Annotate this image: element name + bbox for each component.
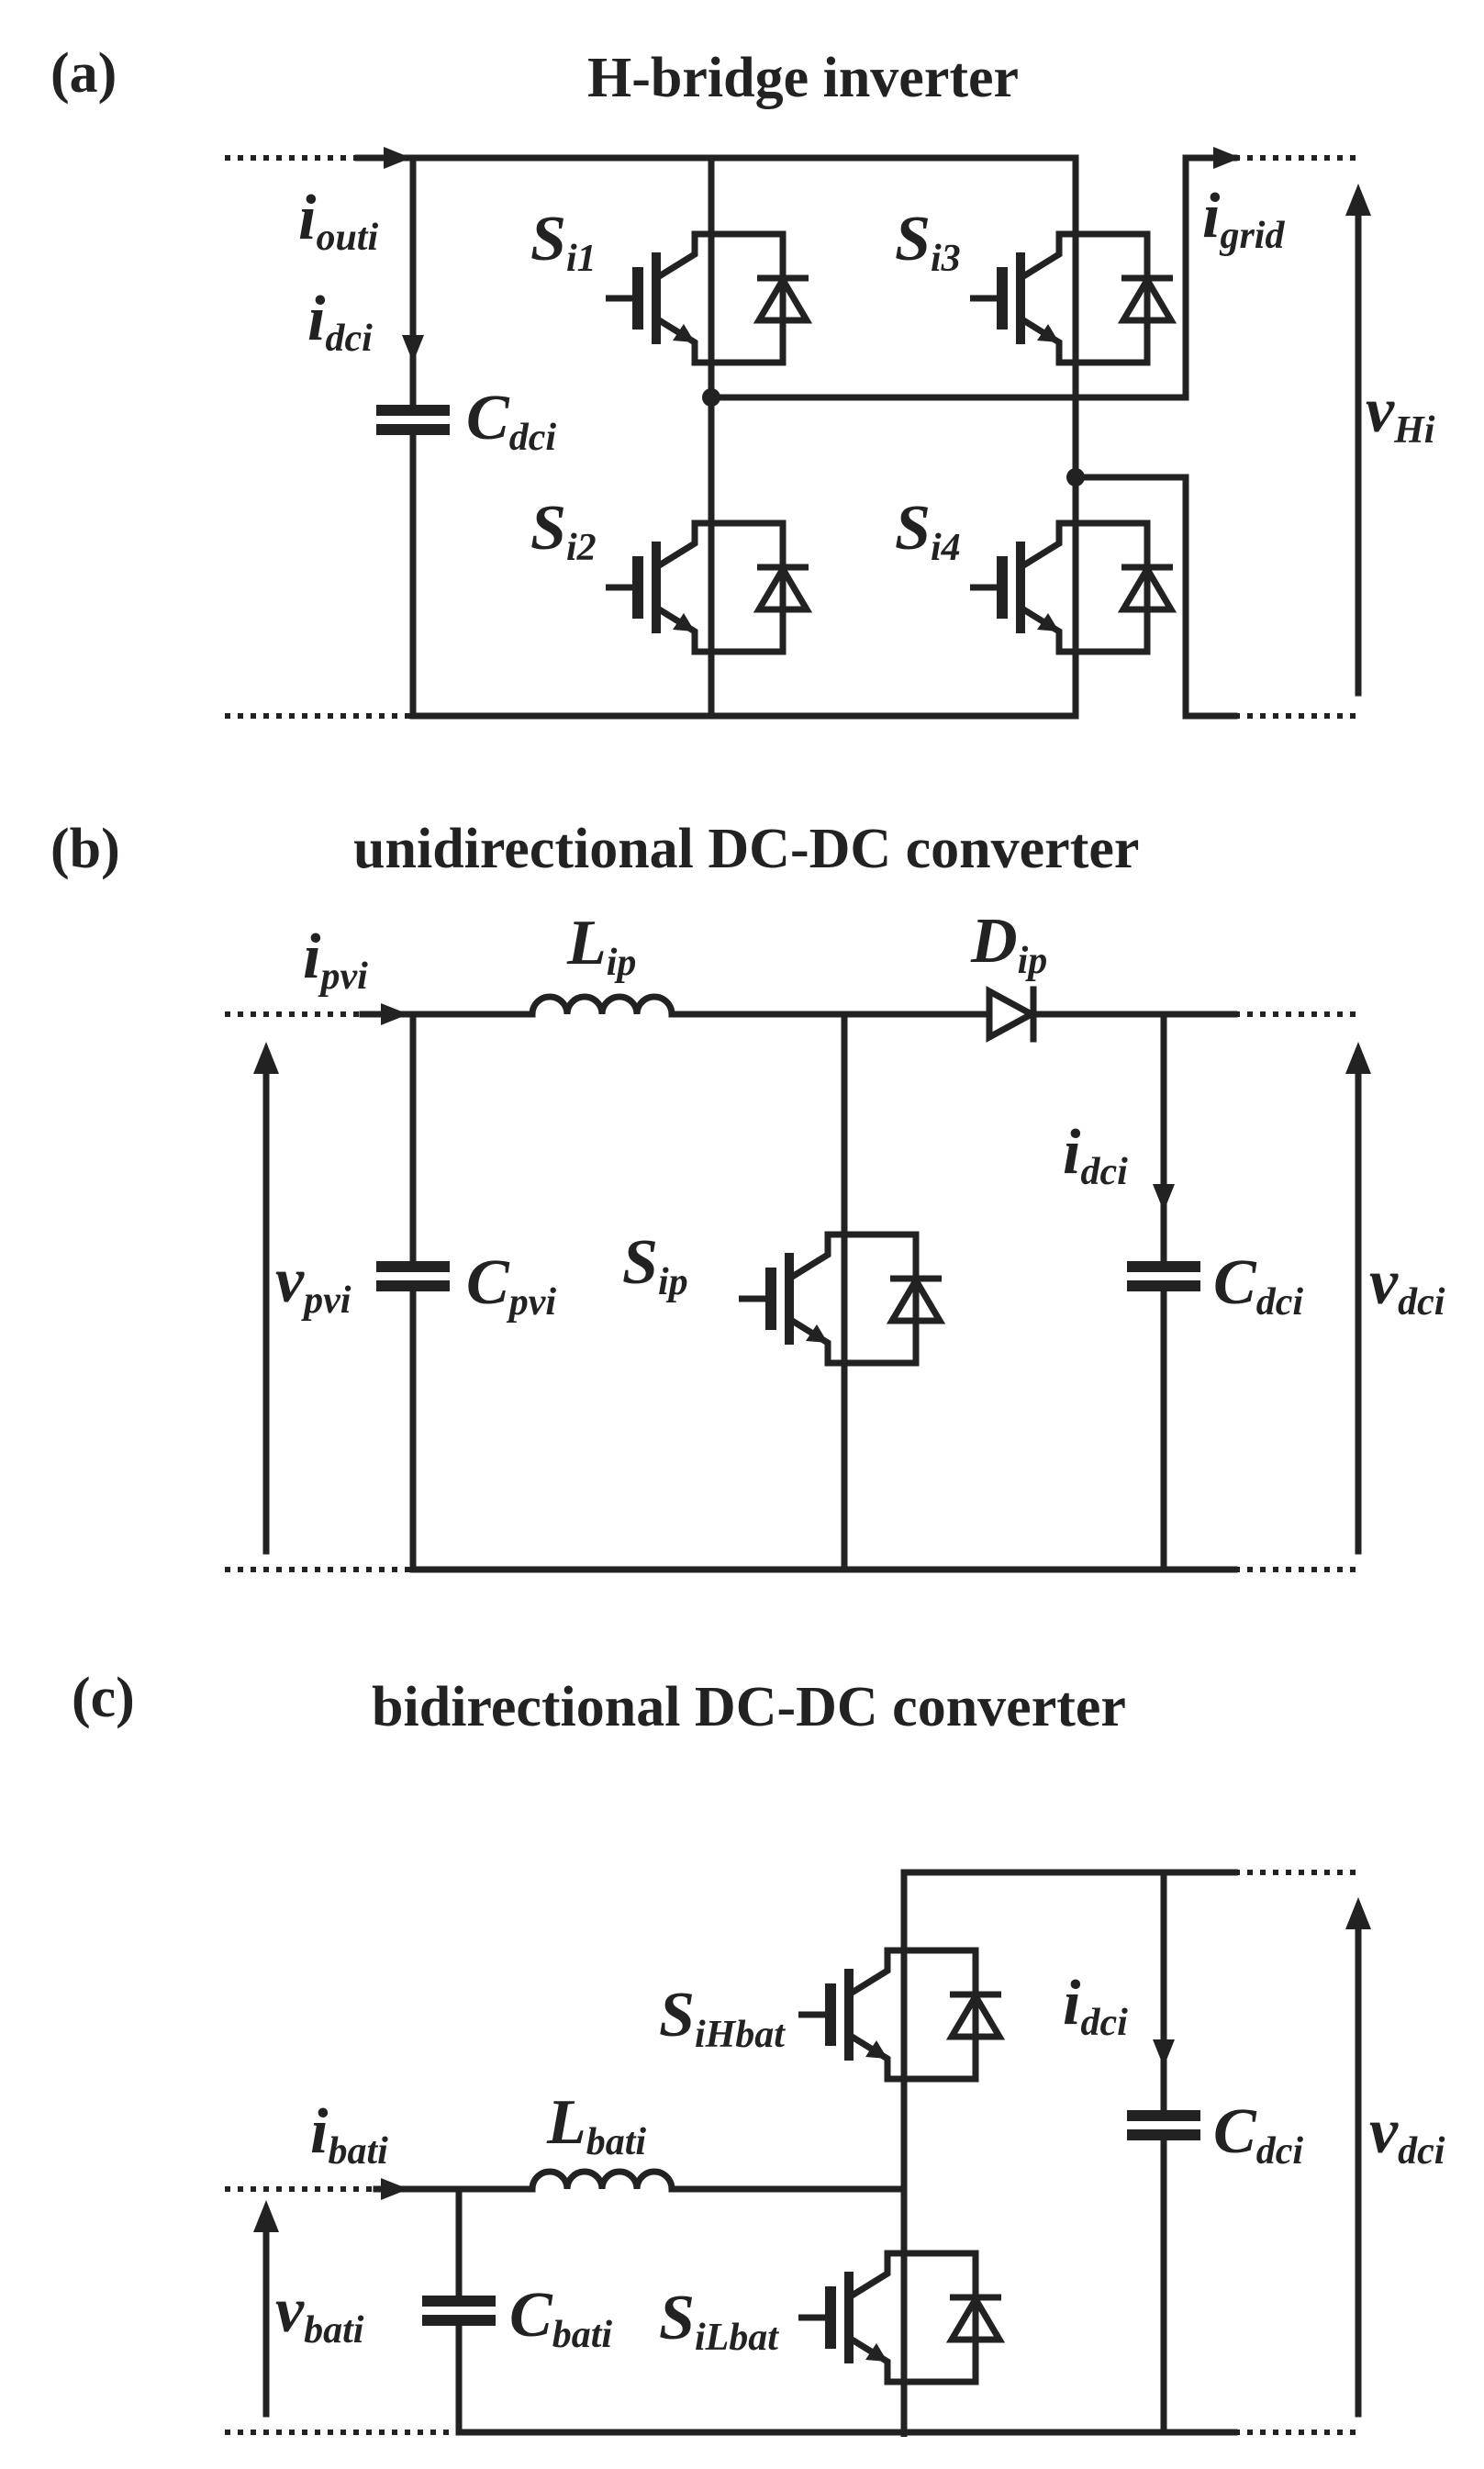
panel-a-i-grid-arrow xyxy=(1213,147,1241,169)
panel-a-wiring xyxy=(225,154,1358,720)
panel-a-switch-s4 xyxy=(970,468,1173,707)
label-i-pvi: ipvi xyxy=(303,922,368,998)
label-v-hi: vHi xyxy=(1366,375,1435,452)
panel-b-v-dc-arrow-head xyxy=(1345,1042,1371,1074)
label-v-bati: vbati xyxy=(275,2275,364,2352)
panel-c-v-bat-arrow-head xyxy=(253,2200,279,2232)
panel-c-capacitor-bat xyxy=(422,2296,496,2326)
panel-c-tag: (c) xyxy=(72,1667,135,1729)
panel-b-i-pv-arrow xyxy=(381,1003,408,1025)
panel-a-switch-s1 xyxy=(606,179,809,418)
panel-a-tag: (a) xyxy=(50,42,117,105)
panel-a-i-out-arrow xyxy=(384,147,411,169)
label-v-dci-b: vdci xyxy=(1369,1247,1445,1324)
panel-b-i-dc-arrow xyxy=(1153,1184,1175,1212)
label-s-ip: Sip xyxy=(622,1227,688,1303)
label-i-bati: ibati xyxy=(310,2096,388,2173)
panel-b-tag: (b) xyxy=(50,818,120,880)
label-s-i4: Si4 xyxy=(895,493,961,569)
label-c-dci-c: Cdci xyxy=(1213,2096,1303,2173)
label-s-i3: Si3 xyxy=(895,204,961,280)
label-l-bati: Lbati xyxy=(546,2087,646,2163)
label-v-dci-c: vdci xyxy=(1369,2096,1445,2173)
label-i-dci-b: idci xyxy=(1063,1117,1128,1193)
panel-c-capacitor-dc xyxy=(1127,2110,1200,2140)
label-c-bati: Cbati xyxy=(509,2280,612,2356)
panel-a-i-dc-arrow xyxy=(402,335,424,363)
label-v-pvi: vpvi xyxy=(275,1246,351,1322)
label-i-outi: iouti xyxy=(298,183,378,259)
panel-b-title: unidirectional DC-DC converter xyxy=(353,818,1139,880)
label-c-dci-b: Cdci xyxy=(1213,1247,1303,1324)
panel-b-inductor xyxy=(529,993,675,1018)
panel-a-capacitor xyxy=(376,405,450,435)
panel-b-v-pv-arrow-head xyxy=(253,1042,279,1074)
panel-b-capacitor-dc xyxy=(1127,1261,1200,1291)
panel-a: (a) H-bridge inverter xyxy=(50,42,1435,720)
panel-c-switch-s-high xyxy=(798,1895,1001,2134)
label-i-dci-c: idci xyxy=(1063,1968,1128,2044)
panel-a-switch-s2 xyxy=(606,468,809,707)
panel-c-i-dc-arrow xyxy=(1153,2039,1175,2067)
label-s-ihbat: SiHbat xyxy=(659,1980,786,2056)
panel-c-i-bat-arrow xyxy=(381,2178,408,2200)
panel-b-switch-s-ip xyxy=(739,1179,942,1418)
panel-c-v-dc-arrow-head xyxy=(1345,1897,1371,1929)
panel-a-v-h-arrow-head xyxy=(1345,184,1371,216)
label-s-i2: Si2 xyxy=(530,493,597,569)
label-s-i1: Si1 xyxy=(530,204,597,280)
panel-b: (b) unidirectional DC-DC converter xyxy=(50,818,1445,1573)
label-d-ip: Dip xyxy=(970,906,1047,982)
panel-c: (c) bidirectional DC-DC converter xyxy=(72,1667,1445,2437)
label-c-dci-a: Cdci xyxy=(466,383,556,459)
label-s-ilbat: SiLbat xyxy=(659,2283,779,2359)
panel-b-diode xyxy=(986,986,1039,1043)
panel-a-title: H-bridge inverter xyxy=(587,47,1019,109)
panel-c-wiring xyxy=(225,1869,1358,2436)
panel-c-title: bidirectional DC-DC converter xyxy=(372,1676,1126,1738)
panel-b-capacitor-pv xyxy=(376,1261,450,1291)
label-c-pvi: Cpvi xyxy=(466,1247,556,1324)
label-i-dci-a: idci xyxy=(307,284,373,360)
panel-c-inductor xyxy=(529,2168,675,2193)
panel-c-switch-s-low xyxy=(798,2198,1001,2437)
panel-a-switch-s3 xyxy=(970,179,1173,418)
label-i-grid: igrid xyxy=(1202,181,1285,257)
label-l-ip: Lip xyxy=(566,908,636,984)
